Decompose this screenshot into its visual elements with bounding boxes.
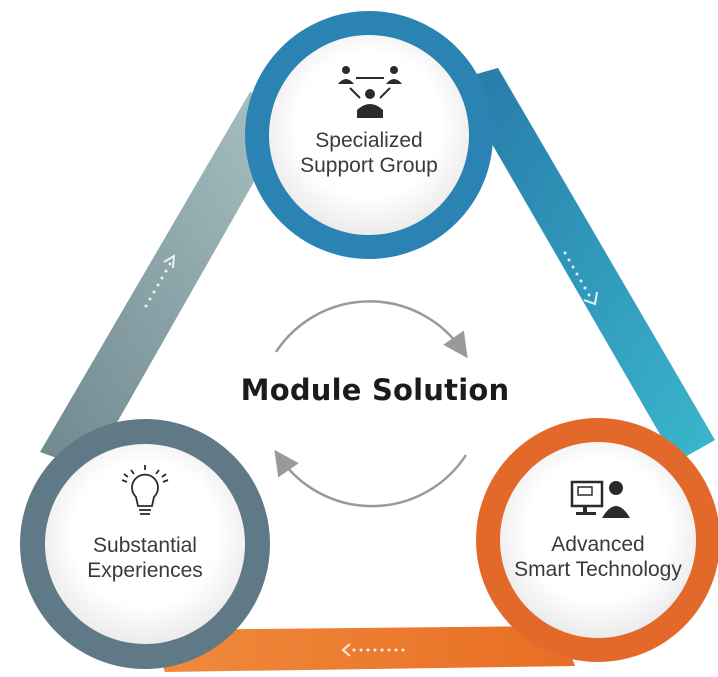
band-left	[40, 92, 296, 470]
cycle-arrow-bottom-icon	[274, 449, 468, 508]
dotted-arrow-right-icon	[563, 251, 598, 306]
node-experience-ring	[20, 419, 270, 669]
node-support-ring	[245, 11, 493, 259]
team-hierarchy-icon	[338, 66, 402, 118]
dotted-arrow-bottom-icon	[341, 643, 405, 657]
node-support-label-line2: Support Group	[300, 154, 438, 177]
node-experience-label-line1: Substantial	[93, 534, 197, 557]
node-technology-ring	[476, 418, 718, 662]
node-support-label-line1: Specialized	[315, 129, 423, 152]
band-bottom	[150, 626, 575, 672]
node-technology-label-line2: Smart Technology	[514, 558, 682, 581]
node-support-label: Specialized Support Group	[269, 128, 469, 178]
band-right	[455, 68, 715, 462]
node-experience-label: Substantial Experiences	[45, 533, 245, 583]
node-technology-label: Advanced Smart Technology	[498, 532, 698, 582]
dotted-arrow-left-icon	[144, 254, 176, 308]
node-technology-label-line1: Advanced	[551, 533, 645, 556]
lightbulb-icon	[121, 465, 169, 515]
node-experience-label-line2: Experiences	[87, 559, 203, 582]
diagram-title: Module Solution	[240, 373, 510, 407]
computer-user-icon	[570, 480, 630, 518]
cycle-arrow-top-icon	[274, 300, 468, 359]
